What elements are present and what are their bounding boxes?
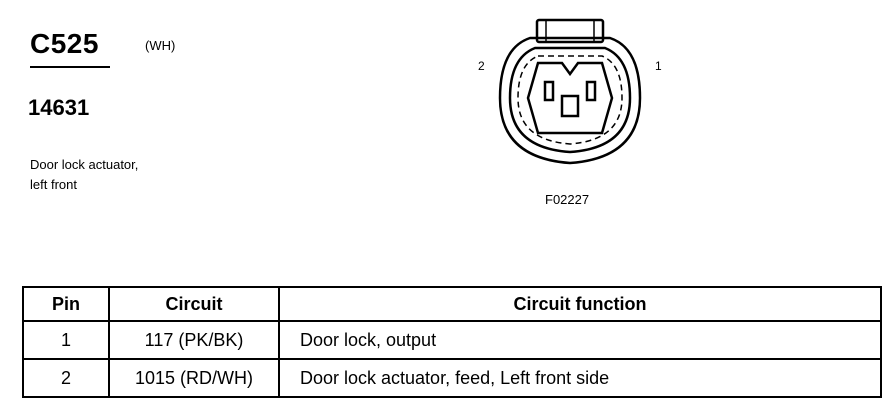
terminal-pin-2 — [543, 80, 555, 102]
row-circuit: 1015 (RD/WH) — [108, 358, 280, 398]
figure-code: F02227 — [545, 192, 590, 207]
pin-label-1: 1 — [655, 59, 662, 73]
connector-seal-outline — [517, 55, 623, 145]
connector-description-line2: left front — [30, 177, 77, 192]
connector-description-line1: Door lock actuator, — [30, 157, 139, 172]
row-circuit: 117 (PK/BK) — [108, 320, 280, 360]
table-header-row: Pin Circuit Circuit function — [22, 286, 882, 322]
row-pin: 2 — [22, 358, 110, 398]
connector-face-diagram — [498, 18, 642, 165]
header-circuit-function: Circuit function — [278, 286, 882, 322]
connector-outer-shell — [498, 36, 642, 165]
table-row: 2 1015 (RD/WH) Door lock actuator, feed,… — [22, 358, 882, 398]
connector-inner-shell — [508, 46, 632, 154]
terminal-pin-1 — [585, 80, 597, 102]
row-function: Door lock actuator, feed, Left front sid… — [278, 358, 882, 398]
terminal-key — [560, 94, 580, 118]
header-circuit: Circuit — [108, 286, 280, 322]
connector-id: C525 — [30, 28, 99, 59]
row-function: Door lock, output — [278, 320, 882, 360]
connector-id-underline — [30, 66, 110, 68]
table-row: 1 117 (PK/BK) Door lock, output — [22, 320, 882, 360]
terminal-cavity — [526, 61, 614, 135]
connector-color: (WH) — [145, 38, 176, 53]
locking-tab — [535, 18, 605, 44]
row-pin: 1 — [22, 320, 110, 360]
pin-label-2: 2 — [478, 59, 485, 73]
part-number: 14631 — [28, 95, 90, 120]
pin-table: Pin Circuit Circuit function 1 117 (PK/B… — [22, 286, 882, 398]
header-pin: Pin — [22, 286, 110, 322]
